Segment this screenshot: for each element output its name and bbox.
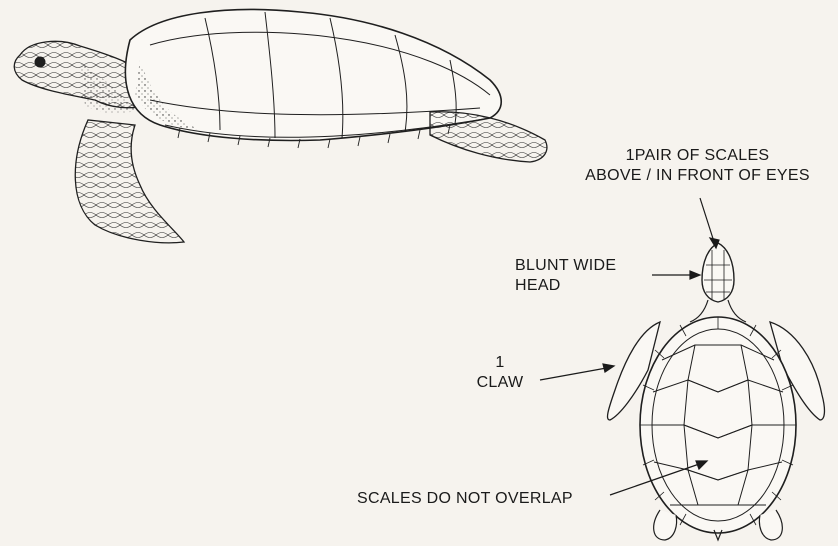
label-head-line2: HEAD — [515, 276, 616, 296]
label-head-line1: BLUNT WIDE — [515, 256, 616, 276]
label-claw: 1 CLAW — [470, 353, 530, 393]
arrow-claw — [540, 367, 612, 380]
eye — [35, 57, 45, 67]
label-scales-line1: 1PAIR OF SCALES — [555, 146, 838, 166]
label-head: BLUNT WIDE HEAD — [515, 256, 616, 296]
top-head — [702, 243, 734, 302]
top-view-turtle — [608, 243, 825, 540]
label-claw-line1: 1 — [470, 353, 530, 373]
label-scales-line2: ABOVE / IN FRONT OF EYES — [555, 166, 838, 186]
label-overlap: SCALES DO NOT OVERLAP — [357, 489, 573, 509]
rear-flipper — [430, 112, 547, 162]
label-scales: 1PAIR OF SCALES ABOVE / IN FRONT OF EYES — [555, 146, 838, 186]
front-flipper — [75, 120, 184, 243]
label-claw-line2: CLAW — [470, 373, 530, 393]
side-view-turtle — [14, 9, 547, 242]
